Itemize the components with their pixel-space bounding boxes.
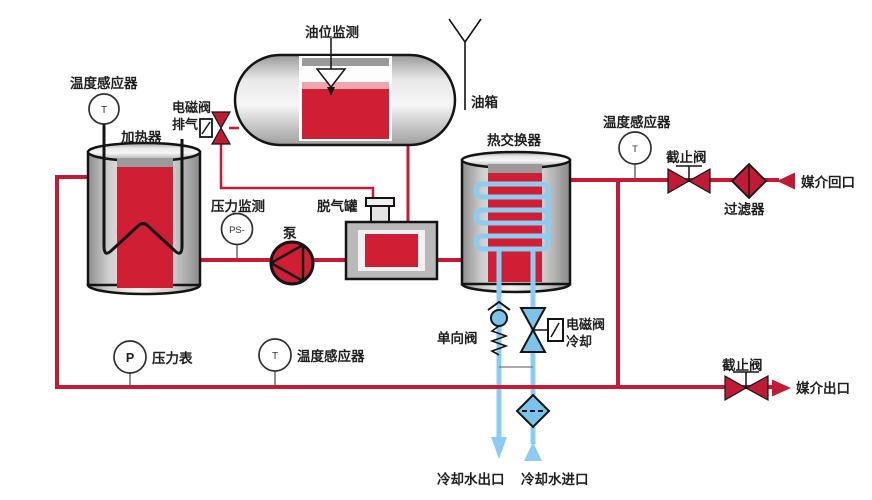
cooling-water-out-arrow (491, 437, 507, 459)
label-solenoid-cooling-2: 冷却 (566, 334, 592, 349)
check-valve-spring (489, 325, 509, 356)
label-temp-sensor-top-left: 温度感应器 (70, 75, 138, 91)
label-pump: 泵 (283, 226, 297, 241)
temp-sensor-tr-letter: T (632, 144, 638, 155)
oil-surface (302, 82, 389, 89)
medium-return-arrow (777, 172, 795, 190)
pump (269, 240, 315, 286)
label-heat-exchanger: 热交换器 (487, 132, 541, 148)
label-heater: 加热器 (120, 129, 162, 145)
label-temp-sensor-bottom: 温度感应器 (297, 348, 365, 364)
temp-sensor-b-letter: T (272, 351, 278, 362)
pressure-gauge: P (113, 340, 147, 386)
check-valve-cap (487, 300, 511, 311)
temperature-sensor-top-left: T (88, 93, 120, 125)
temperature-sensor-bottom: T (258, 338, 292, 386)
label-temp-sensor-top-right: 温度感应器 (603, 114, 671, 130)
label-solenoid-exhaust-1: 电磁阀 (172, 100, 211, 115)
degas-hot-core (365, 234, 418, 267)
label-degassing-tank: 脱气罐 (317, 198, 358, 214)
oil-tank (233, 18, 482, 147)
medium-outlet-arrow (772, 379, 791, 397)
pressure-gauge-letter: P (126, 351, 134, 365)
temp-sensor-tl-letter: T (101, 105, 107, 116)
label-filter-top: 过滤器 (724, 201, 765, 217)
stop-valve-top (667, 165, 711, 195)
label-cooling-water-inlet: 冷却水进口 (521, 471, 589, 487)
pump-impeller-icon (269, 243, 305, 283)
heater-vessel (86, 124, 202, 296)
cooling-water-in-arrow (524, 442, 542, 461)
vent-antenna-icon (448, 18, 482, 110)
label-oil-tank: 油箱 (471, 94, 498, 110)
cooling-water-piping (473, 181, 551, 444)
oil-volume (302, 89, 389, 139)
pressure-switch: PS- (220, 212, 254, 258)
label-solenoid-cooling-1: 电磁阀 (566, 317, 605, 332)
check-valve (487, 300, 511, 356)
solenoid-exhaust-valve (199, 111, 232, 145)
label-stop-valve-bottom: 截止阀 (722, 357, 763, 373)
label-oil-level-monitor: 油位监测 (305, 24, 359, 40)
cooling-filter (515, 393, 551, 429)
oil-level-pointer (315, 38, 347, 96)
label-pressure-gauge: 压力表 (152, 350, 193, 366)
label-cooling-water-outlet: 冷却水出口 (437, 471, 505, 487)
stop-valve-bottom (724, 371, 769, 402)
label-stop-valve-top: 截止阀 (666, 149, 707, 165)
solenoid-cooling-valve (519, 307, 564, 353)
label-medium-outlet: 媒介出口 (796, 380, 850, 396)
heating-element (102, 124, 184, 255)
temperature-sensor-top-right: T (618, 131, 652, 179)
filter-top (730, 162, 768, 200)
vent-pipe (219, 126, 375, 200)
label-pressure-monitor: 压力监测 (211, 198, 265, 214)
degassing-tank (344, 197, 439, 281)
label-solenoid-exhaust-2: 排气 (172, 117, 198, 132)
label-medium-return: 媒介回口 (801, 174, 855, 190)
pressure-switch-letters: PS- (229, 225, 245, 236)
label-check-valve: 单向阀 (437, 330, 478, 346)
